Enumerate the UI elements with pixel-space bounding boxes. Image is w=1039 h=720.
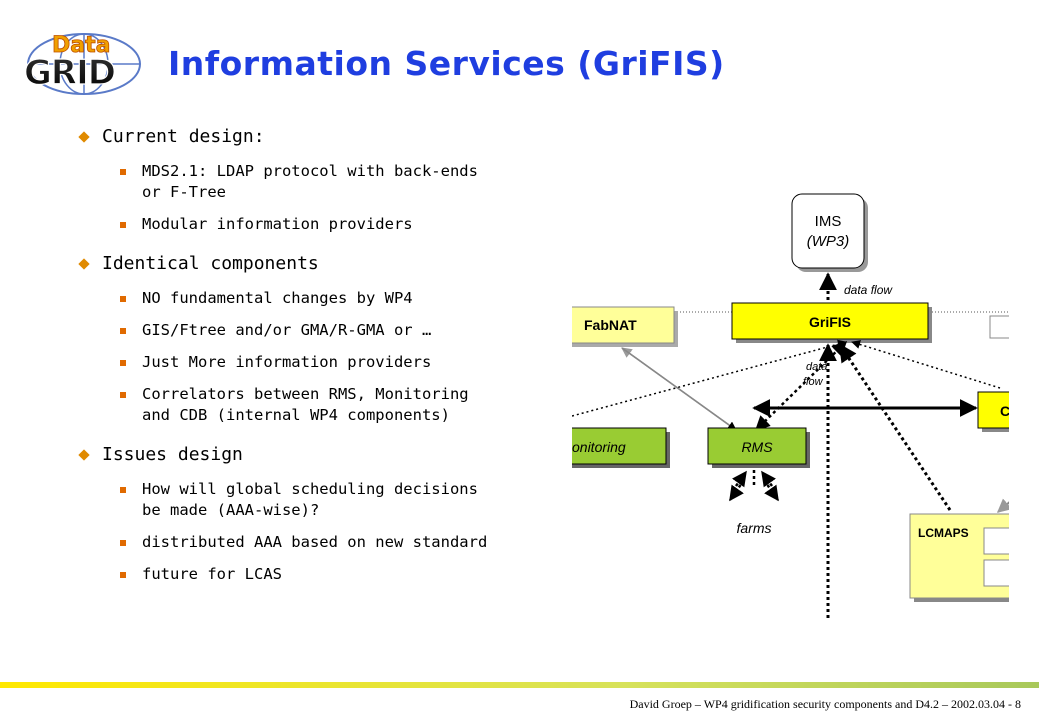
sub-list: How will global scheduling decisions be …	[78, 479, 558, 585]
svg-text:GriFIS: GriFIS	[809, 314, 851, 330]
list-item: NO fundamental changes by WP4	[78, 288, 558, 309]
footer-text: David Groep – WP4 gridification security…	[629, 697, 1021, 711]
architecture-diagram: IMS (WP3) data flow GriFIS FabNAT data f…	[572, 193, 1009, 618]
svg-text:data flow: data flow	[844, 283, 893, 297]
diamond-bullet-icon	[78, 258, 90, 270]
svg-text:IMS: IMS	[815, 213, 842, 230]
monitoring-box: onitoring	[572, 427, 670, 468]
section-issues-design: Issues design How will global scheduling…	[78, 438, 558, 585]
sub-list: NO fundamental changes by WP4 GIS/Ftree …	[78, 288, 558, 426]
svg-text:onitoring: onitoring	[572, 439, 626, 455]
svg-text:flow: flow	[803, 376, 824, 388]
grifis-box: GriFIS	[731, 302, 932, 343]
list-item: Correlators between RMS, Monitoring and …	[78, 384, 558, 426]
datagrid-logo: Data GRID	[23, 33, 141, 95]
lcmaps-dataflow	[838, 343, 952, 511]
lcmaps-box: LCMAPS	[909, 513, 1009, 602]
footer-divider	[0, 682, 1039, 688]
section-identical-components: Identical components NO fundamental chan…	[78, 247, 558, 426]
section-heading: Issues design	[78, 438, 558, 472]
right-partial-box	[989, 315, 1009, 339]
svg-text:(WP3): (WP3)	[807, 233, 850, 250]
bullet-content: Current design: MDS2.1: LDAP protocol wi…	[78, 120, 558, 597]
list-item: Modular information providers	[78, 214, 558, 235]
list-item: GIS/Ftree and/or GMA/R-GMA or …	[78, 320, 558, 341]
svg-text:RMS: RMS	[741, 439, 773, 455]
diamond-bullet-icon	[78, 449, 90, 461]
svg-text:FabNAT: FabNAT	[584, 317, 637, 333]
rms-box: RMS	[707, 427, 810, 468]
svg-text:LCMAPS: LCMAPS	[918, 526, 969, 540]
farms-arrows	[728, 470, 780, 502]
square-bullet-icon	[120, 328, 126, 334]
sub-list: MDS2.1: LDAP protocol with back-ends or …	[78, 161, 558, 235]
ims-box: IMS (WP3)	[791, 193, 868, 272]
square-bullet-icon	[120, 572, 126, 578]
section-heading: Identical components	[78, 247, 558, 281]
square-bullet-icon	[120, 169, 126, 175]
section-current-design: Current design: MDS2.1: LDAP protocol wi…	[78, 120, 558, 235]
diamond-bullet-icon	[78, 131, 90, 143]
section-heading: Current design:	[78, 120, 558, 154]
svg-text:Data: Data	[52, 33, 110, 58]
square-bullet-icon	[120, 360, 126, 366]
list-item: future for LCAS	[78, 564, 558, 585]
fabnat-box: FabNAT	[572, 306, 678, 347]
square-bullet-icon	[120, 296, 126, 302]
cdb-box-partial: C	[977, 391, 1009, 432]
square-bullet-icon	[120, 540, 126, 546]
list-item: MDS2.1: LDAP protocol with back-ends or …	[78, 161, 558, 203]
fabnat-rms-arrow	[621, 347, 737, 431]
page-title: Information Services (GriFIS)	[168, 44, 725, 83]
list-item: Just More information providers	[78, 352, 558, 373]
cdb-dataflow	[851, 340, 1001, 389]
lcmaps-input-arrow	[996, 498, 1009, 513]
svg-text:C: C	[1000, 403, 1009, 419]
list-item: How will global scheduling decisions be …	[78, 479, 558, 521]
rms-grifis-dataflow	[754, 340, 848, 432]
list-item: distributed AAA based on new standard	[78, 532, 558, 553]
svg-text:farms: farms	[737, 520, 772, 536]
square-bullet-icon	[120, 222, 126, 228]
svg-text:GRID: GRID	[24, 53, 115, 93]
square-bullet-icon	[120, 392, 126, 398]
square-bullet-icon	[120, 487, 126, 493]
